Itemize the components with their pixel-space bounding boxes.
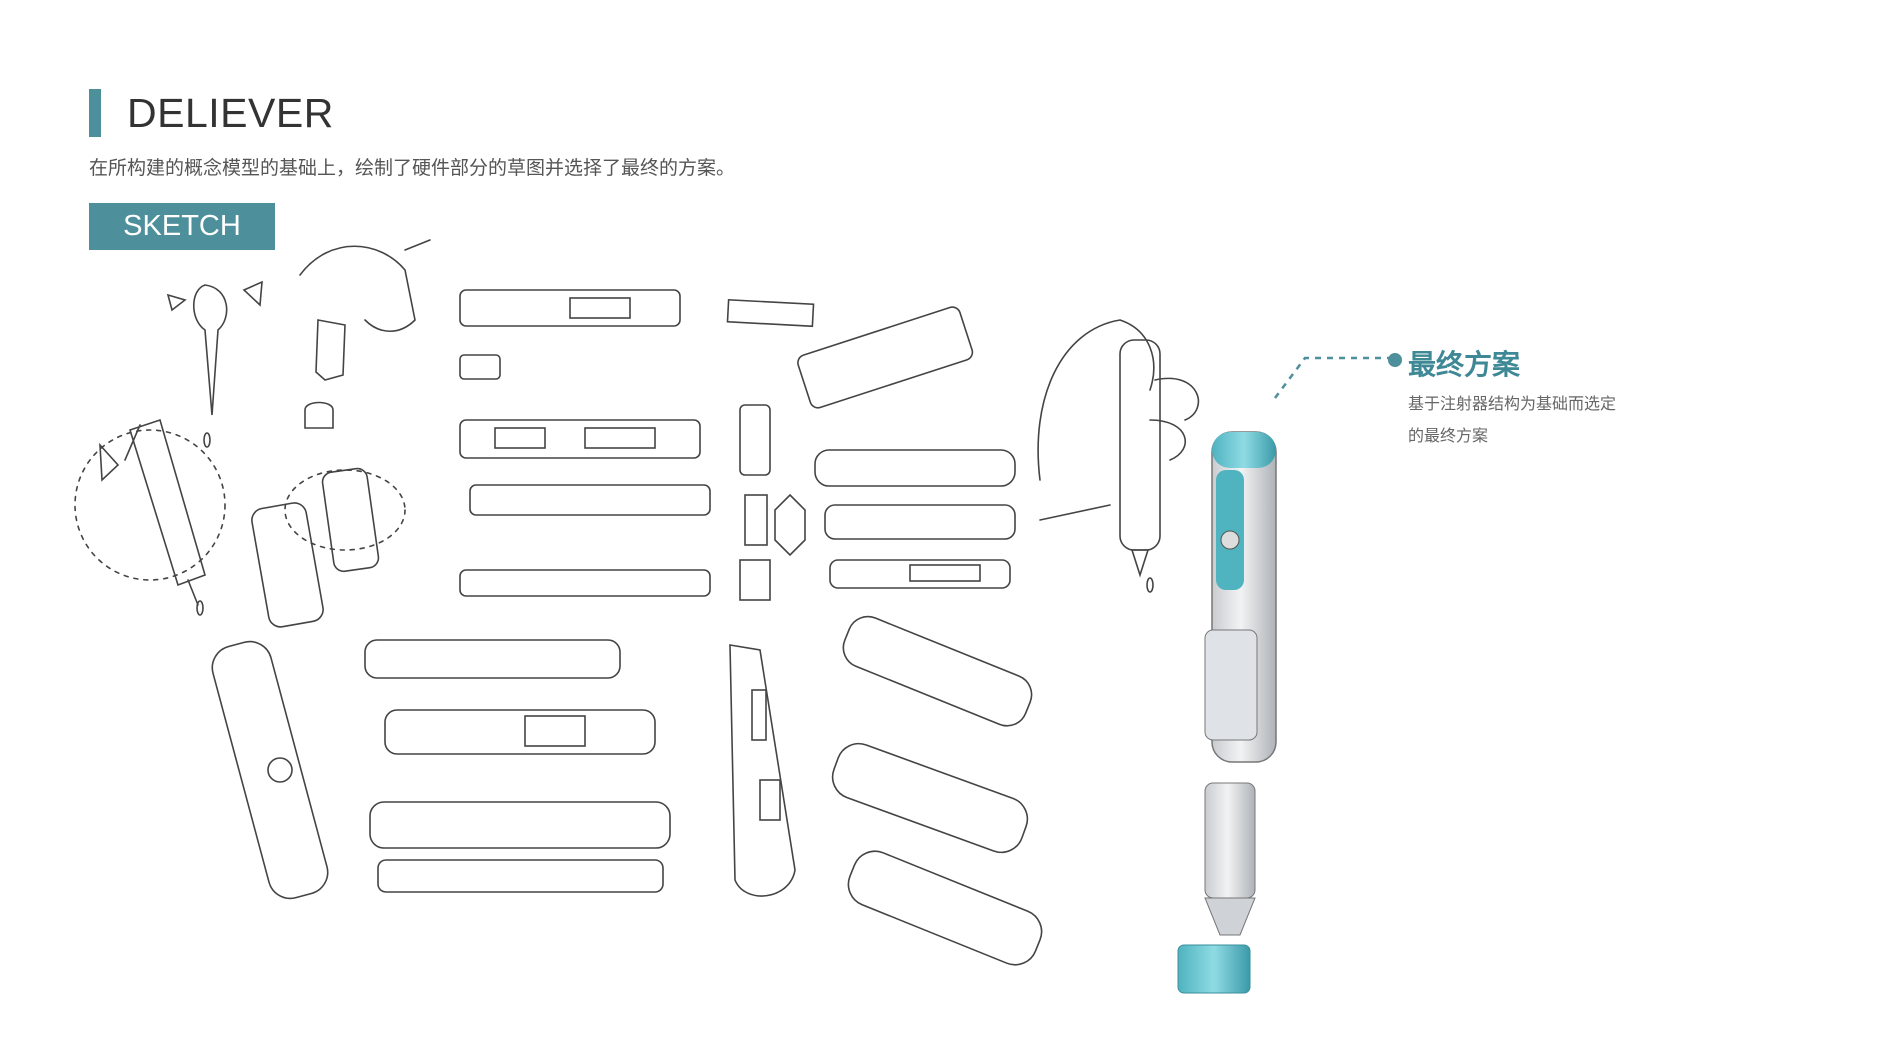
final-plan-title: 最终方案 <box>1408 348 1521 381</box>
dropper-sketch <box>166 280 263 448</box>
pen-sketch-diagonal <box>831 615 1043 966</box>
pen-sketch-angled <box>211 640 329 900</box>
syringe-sketch <box>74 418 226 616</box>
pen-sketch-row-lower <box>364 639 671 893</box>
pen-sketch-column-3 <box>797 306 1016 589</box>
pen-sketch-column-1 <box>459 289 711 597</box>
hand-holding-pen-sketch <box>1037 319 1200 593</box>
final-plan-callout <box>1274 356 1395 399</box>
final-plan-description: 基于注射器结构为基础而选定 的最终方案 <box>1408 388 1648 452</box>
pen-sketch-vertical <box>729 644 796 897</box>
final-pen-render <box>1177 431 1277 994</box>
final-plan-description-line-2: 的最终方案 <box>1408 426 1489 445</box>
final-plan-description-line-1: 基于注射器结构为基础而选定 <box>1408 394 1617 413</box>
pen-sketch-column-2 <box>726 298 815 601</box>
sketch-section-tag: SKETCH <box>89 203 275 250</box>
page-title: DELIEVER <box>127 90 334 136</box>
hand-bottle-sketch <box>299 239 431 429</box>
title-accent-bar <box>89 89 101 137</box>
page-subtitle: 在所构建的概念模型的基础上，绘制了硬件部分的草图并选择了最终的方案。 <box>89 157 736 179</box>
cylinder-sketch <box>251 467 406 628</box>
